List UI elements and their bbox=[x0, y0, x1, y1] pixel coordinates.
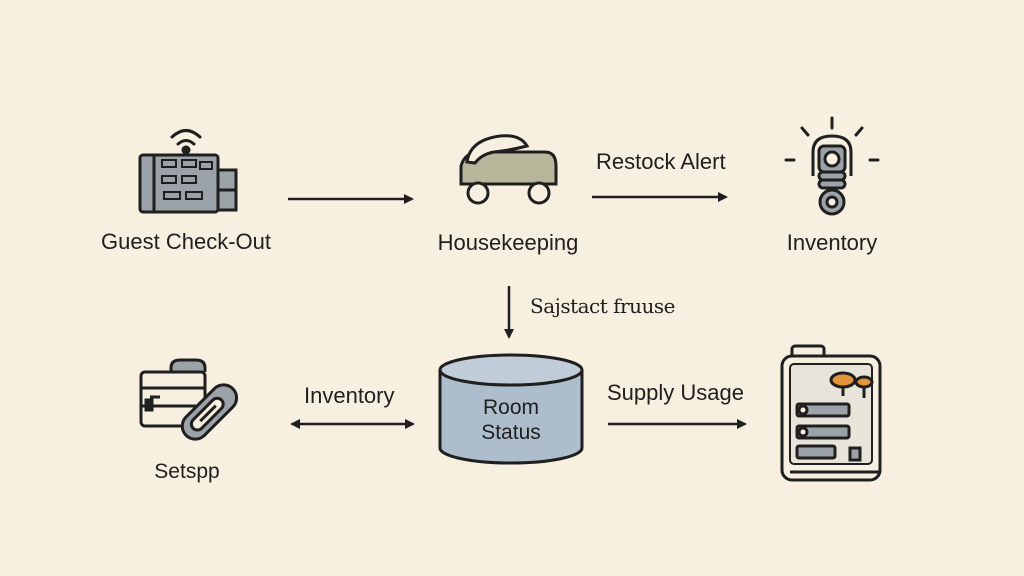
guest-checkout-label: Guest Check-Out bbox=[101, 229, 271, 254]
keycard-terminal-icon bbox=[138, 129, 238, 214]
vertical-edge-label: Sajstact fruuse bbox=[530, 294, 675, 318]
inventory-edge-label: Inventory bbox=[304, 383, 395, 408]
supply-panel-icon bbox=[780, 344, 882, 482]
sensor-device-icon bbox=[784, 116, 880, 216]
setspp-label: Setspp bbox=[154, 460, 220, 483]
supply-usage-label: Supply Usage bbox=[607, 380, 744, 405]
room-status-line2: Status bbox=[481, 421, 541, 444]
clipboard-tool-icon bbox=[139, 358, 239, 441]
housekeeping-label: Housekeeping bbox=[437, 230, 579, 255]
database-cylinder-icon bbox=[438, 353, 584, 465]
inventory-top-label: Inventory bbox=[786, 230, 878, 255]
cart-icon bbox=[459, 134, 558, 205]
room-status-line1: Room bbox=[482, 396, 540, 419]
room-status-label: Room Status bbox=[440, 395, 582, 445]
restock-alert-label: Restock Alert bbox=[596, 149, 726, 174]
